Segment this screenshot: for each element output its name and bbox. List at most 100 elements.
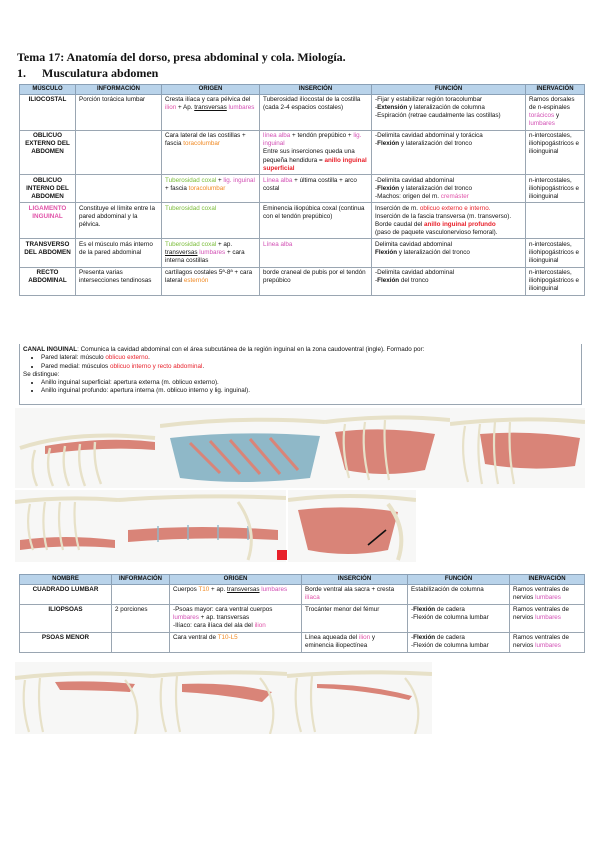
inervacion-cell: n-intercostales, iliohipogástricos e ili… bbox=[525, 129, 585, 176]
insercion-cell: Borde ventral ala sacra + cresta ilíaca bbox=[301, 583, 408, 605]
cell-text: esternón bbox=[183, 277, 209, 285]
cell-text: Extensión bbox=[377, 104, 408, 112]
cell-text: y eminencia iliopectínea bbox=[305, 634, 376, 650]
inguinal-heading: CANAL INGUINAL bbox=[23, 346, 78, 353]
column-header: ORIGEN bbox=[161, 84, 260, 95]
illustration-recto-abdominal bbox=[15, 490, 118, 562]
cell-text: Inserción de la fascia transversa (m. tr… bbox=[375, 212, 512, 220]
cell-text: Flexión bbox=[413, 634, 436, 642]
cell-text: -Psoas mayor: cara ventral cuerpos bbox=[173, 606, 273, 614]
cell-text: lig. inguinal bbox=[263, 132, 362, 148]
info-cell bbox=[111, 583, 170, 605]
cell-text: + última costilla + arco costal bbox=[263, 176, 357, 192]
table-header-row: NOMBRE INFORMACIÓN ORIGEN INSERCIÓN FUNC… bbox=[19, 574, 585, 585]
funcion-cell: Estabilización de columna bbox=[407, 583, 510, 605]
column-header: INSERCIÓN bbox=[301, 574, 408, 585]
origen-cell: Cresta ilíaca y cara pélvica del ilion +… bbox=[161, 93, 260, 131]
skeleton-illustration bbox=[160, 417, 325, 482]
cell-text: + tendón prepúbico + bbox=[290, 132, 354, 140]
cell-text: lumbares bbox=[173, 614, 199, 622]
origen-cell: Cara lateral de las costillas + fascia t… bbox=[161, 129, 260, 176]
illustration-oblicuo-interno bbox=[325, 408, 450, 488]
cell-text: Ramos ventrales de nervios bbox=[513, 606, 569, 622]
distingue-label: Se distingue: bbox=[23, 370, 60, 378]
cell-text: Línea alba bbox=[263, 240, 293, 248]
origen-cell: -Psoas mayor: cara ventral cuerpos lumba… bbox=[169, 603, 302, 633]
cell-text: -Flexión de columna lumbar bbox=[411, 614, 489, 622]
cell-text: Ramos ventrales de nervios bbox=[513, 634, 569, 650]
funcion-cell: -Delimita cavidad abdominal y torácica-F… bbox=[371, 129, 526, 176]
list-item: Pared medial: músculos oblicuo interno y… bbox=[41, 363, 578, 371]
cell-text: -Delimita cavidad abdominal bbox=[375, 269, 455, 277]
cell-text: n-intercostales, iliohipogástricos e ili… bbox=[529, 269, 580, 293]
cell-text: lumbares bbox=[535, 642, 561, 650]
cell-text: Entre sus inserciones queda una pequeña … bbox=[263, 148, 355, 164]
inervacion-cell: n-intercostales, iliohipogástricos e ili… bbox=[525, 266, 585, 296]
funcion-cell: -Flexión de cadera-Flexión de columna lu… bbox=[407, 603, 510, 633]
cell-text: ilion bbox=[254, 622, 266, 630]
cell-text: ilíaca bbox=[305, 594, 320, 602]
insercion-cell: Línea aqueada del ilion y eminencia ilio… bbox=[301, 631, 408, 654]
inervacion-cell: n-intercostales, iliohipogástricos e ili… bbox=[525, 174, 585, 204]
cell-text: n-intercostales, iliohipogástricos e ili… bbox=[529, 240, 580, 265]
cell-text: Cresta ilíaca y cara pélvica del bbox=[165, 96, 251, 104]
origen-cell: Cuerpos T10 + ap. transversas lumbares bbox=[169, 583, 302, 605]
skeleton-illustration bbox=[287, 670, 432, 734]
column-header: INERVACIÓN bbox=[525, 84, 585, 95]
cell-text: -Flexión de columna lumbar bbox=[411, 642, 489, 650]
cell-text: (paso de paquete vasculonervioso femoral… bbox=[375, 228, 498, 236]
cell-text: y lateralización del tronco bbox=[399, 184, 472, 192]
cell-text: lumbares bbox=[199, 248, 226, 256]
cell-text: cremáster bbox=[440, 192, 469, 200]
lateral-wall-muscle: oblicuo externo bbox=[105, 354, 149, 362]
cell-text: Ramos ventrales de nervios bbox=[513, 586, 569, 602]
cell-text: lumbares bbox=[529, 120, 555, 128]
medial-wall-text: Pared medial: músculos bbox=[41, 362, 110, 370]
punctuation: . bbox=[148, 354, 150, 362]
column-header: ORIGEN bbox=[169, 574, 302, 585]
cell-text: y bbox=[554, 112, 560, 120]
cell-text: Línea aqueada del bbox=[305, 634, 359, 642]
info-cell bbox=[111, 631, 170, 654]
abdomen-muscle-table: MÚSCULO INFORMACIÓN ORIGEN INSERCIÓN FUN… bbox=[19, 84, 585, 296]
cell-text: Flexión bbox=[413, 606, 436, 614]
insercion-cell: Trocánter menor del fémur bbox=[301, 603, 408, 633]
muscle-name-cell: ILIOCOSTAL bbox=[19, 93, 76, 131]
origen-cell: Tuberosidad coxal + lig. inguinal + fasc… bbox=[161, 174, 260, 204]
funcion-cell: -Fijar y estabilizar región toracolumbar… bbox=[371, 93, 526, 131]
column-header: INFORMACIÓN bbox=[111, 574, 170, 585]
cell-text: + fascia bbox=[165, 184, 189, 192]
cell-text: Ramos dorsales de n-espinales bbox=[529, 96, 575, 112]
cell-text: Tuberosidad coxal bbox=[165, 204, 217, 212]
cell-text: + bbox=[216, 176, 224, 184]
illustration-iliopsoas bbox=[152, 662, 287, 734]
red-marker bbox=[277, 550, 287, 560]
cell-text: torácicos bbox=[529, 112, 555, 120]
cell-text: oblicuo externo e interno. bbox=[419, 204, 491, 212]
info-cell: Presenta varias intersecciones tendinosa… bbox=[75, 266, 162, 296]
skeleton-illustration bbox=[152, 670, 287, 734]
cell-text: - bbox=[375, 277, 378, 285]
funcion-cell: -Delimita cavidad abdominal-Flexión y la… bbox=[371, 174, 526, 204]
cell-text: Borde caudal del bbox=[375, 220, 425, 228]
list-item: Pared lateral: músculo oblicuo externo. bbox=[41, 354, 578, 362]
muscle-name-cell: ILIOPSOAS bbox=[19, 603, 112, 633]
cell-text: + Ap. bbox=[176, 104, 195, 112]
info-cell: 2 porciones bbox=[111, 603, 170, 633]
cell-text: -Delimita cavidad abdominal bbox=[375, 176, 455, 184]
cell-text: anillo inguinal profundo bbox=[424, 220, 496, 228]
info-cell bbox=[75, 129, 162, 176]
column-header: INSERCIÓN bbox=[259, 84, 372, 95]
cell-text: cartílagos costales 5ª-8ª + cara lateral bbox=[165, 269, 253, 285]
illustration-iliocostal bbox=[15, 408, 160, 488]
origen-cell: Tuberosidad coxal bbox=[161, 202, 260, 240]
origen-cell: Tuberosidad coxal + ap. transversas lumb… bbox=[161, 238, 260, 268]
medial-wall-muscles: oblicuo interno y recto abdominal bbox=[109, 362, 203, 370]
skeleton-illustration bbox=[15, 671, 152, 734]
